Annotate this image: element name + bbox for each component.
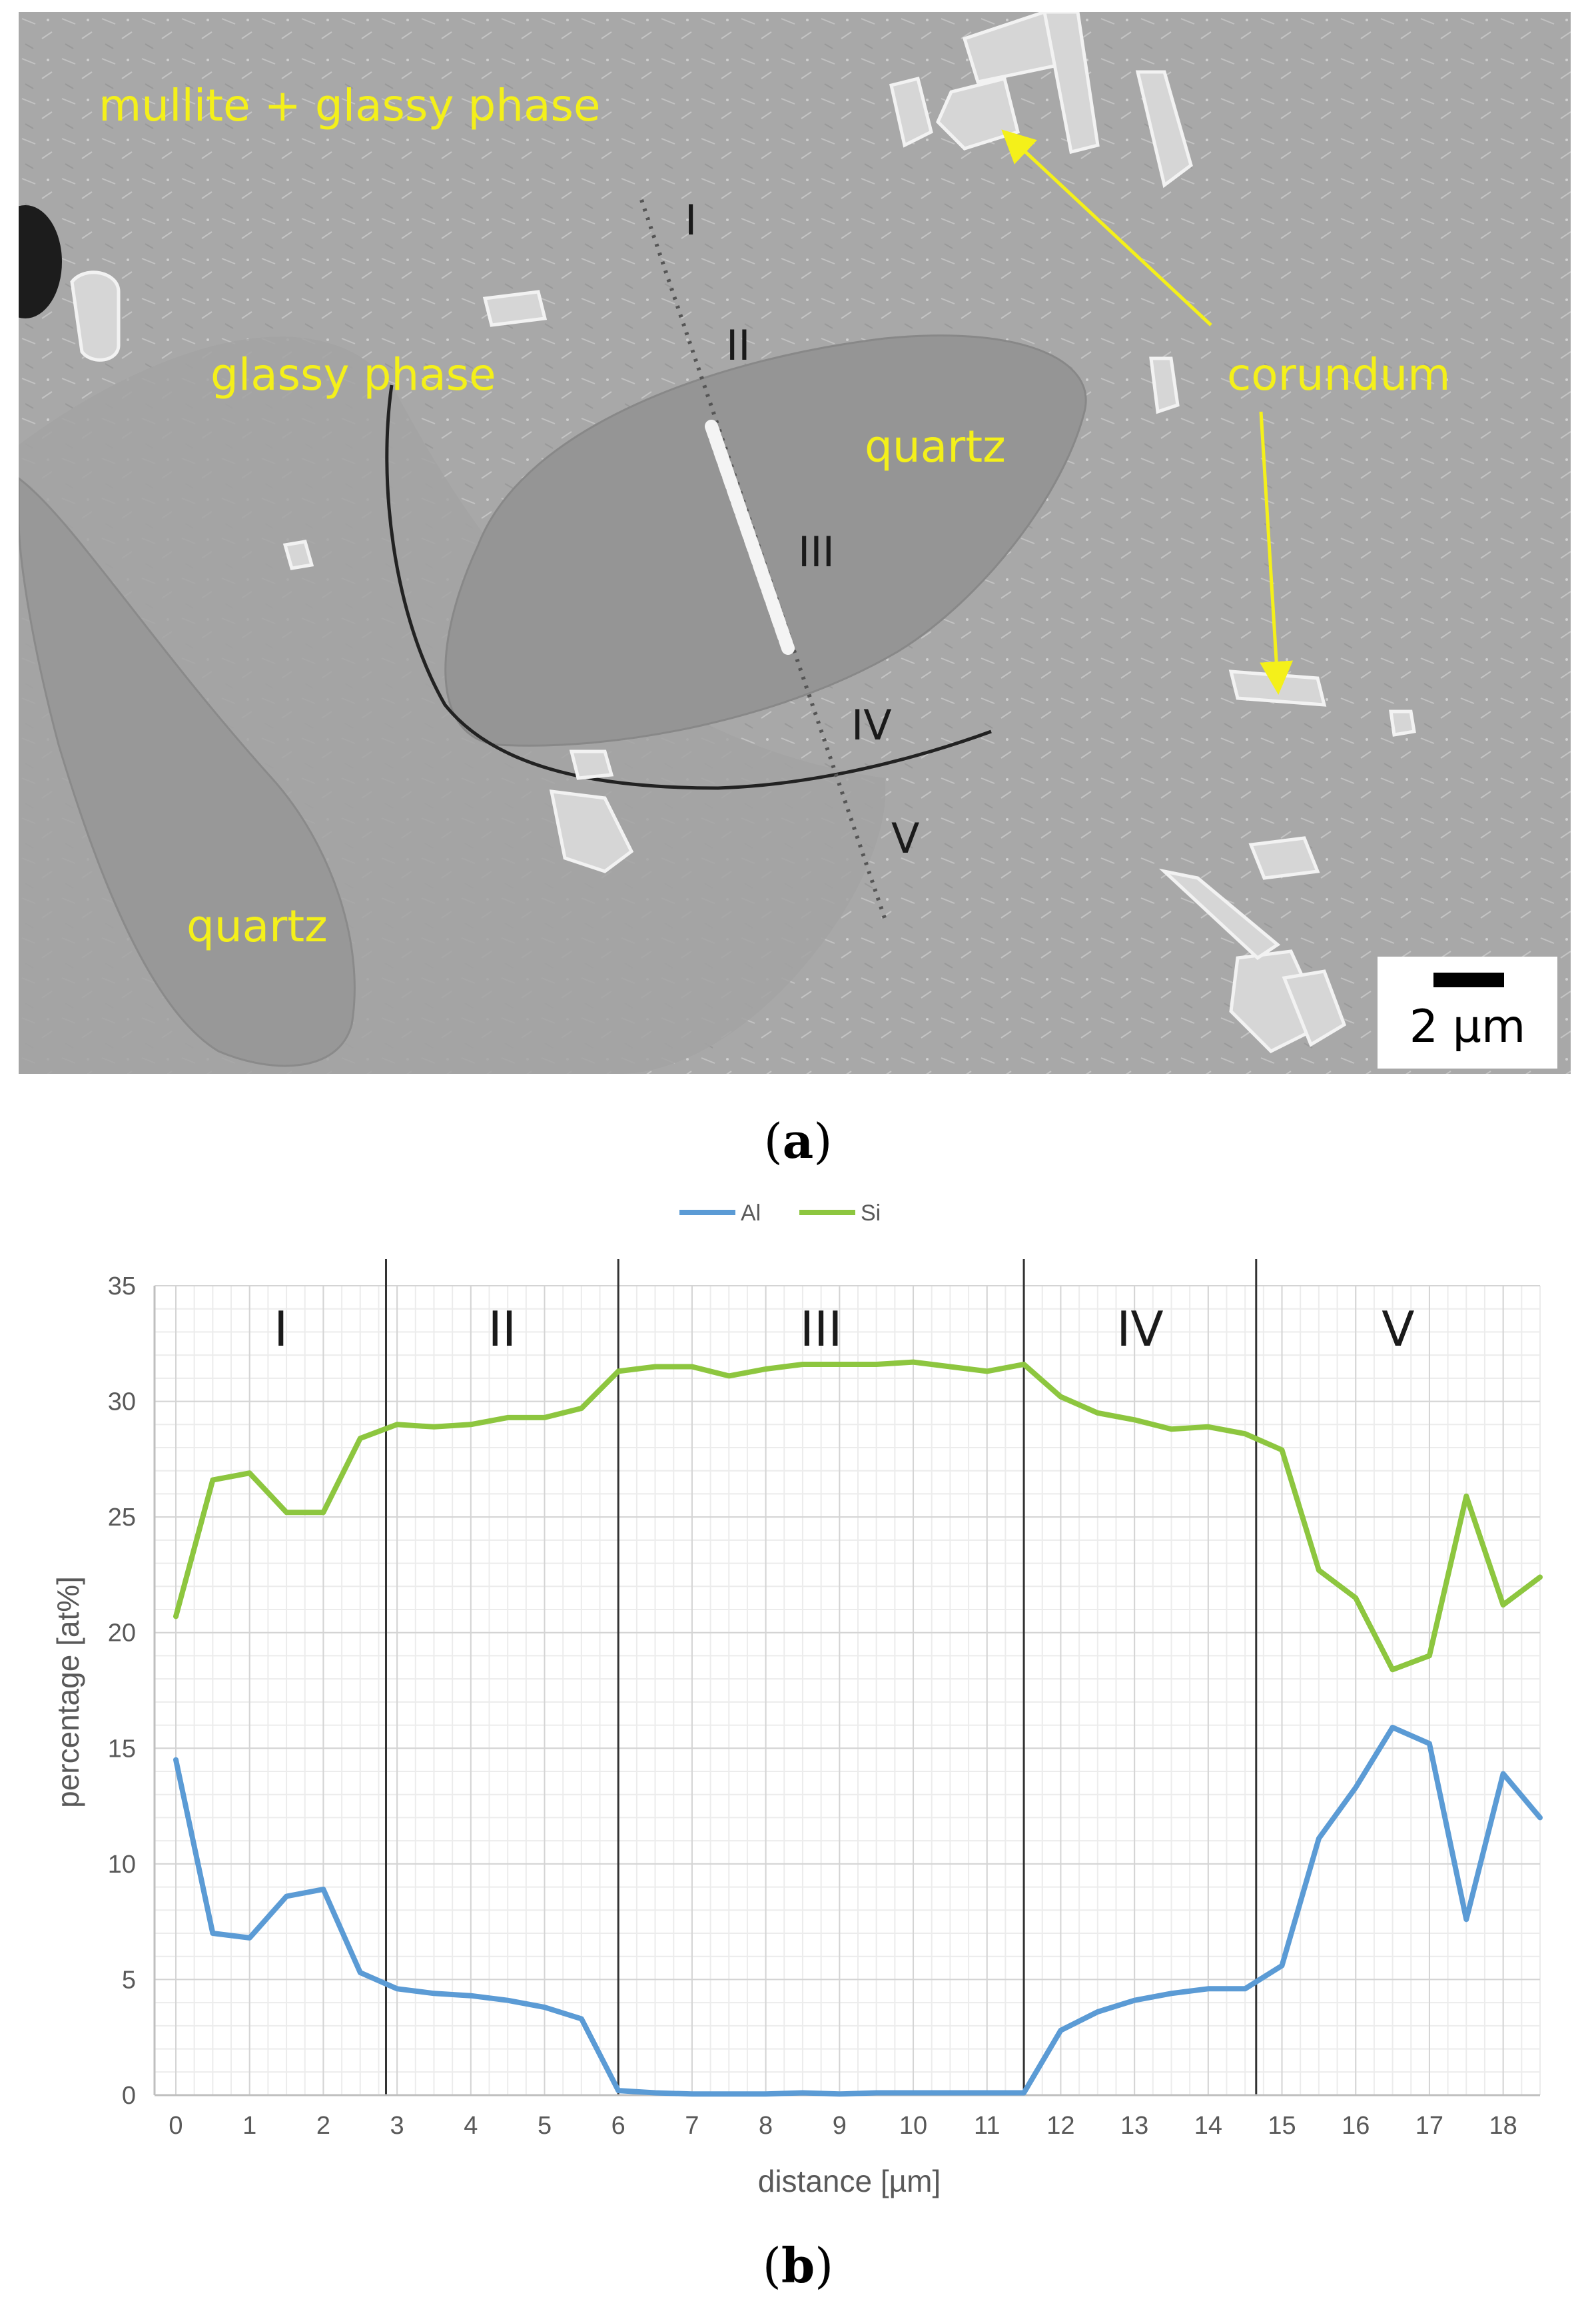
label-glassy-phase: glassy phase: [210, 349, 496, 400]
x-tick-label: 15: [1268, 2112, 1296, 2140]
sem-micrograph: mullite + glassy phase glassy phase quar…: [19, 12, 1571, 1074]
region-label-iv: IV: [1116, 1301, 1164, 1357]
chart-series: [173, 1359, 1543, 2097]
y-tick-label: 15: [108, 1735, 136, 1763]
scale-bar: [1433, 973, 1504, 987]
x-tick-label: 7: [685, 2112, 699, 2140]
x-tick-label: 14: [1194, 2112, 1222, 2140]
y-tick-label: 5: [122, 1966, 136, 1994]
x-tick-label: 3: [390, 2112, 404, 2140]
x-tick-label: 2: [316, 2112, 330, 2140]
region-label-ii: II: [488, 1301, 516, 1357]
label-corundum: corundum: [1227, 349, 1451, 400]
caption-a-letter: a: [782, 1113, 814, 1169]
x-tick-label: 16: [1342, 2112, 1370, 2140]
quartz-grain-left: [19, 477, 356, 1067]
x-tick-label: 11: [974, 2112, 1000, 2140]
x-tick-label: 17: [1415, 2112, 1443, 2140]
region-label-iii: III: [800, 1301, 843, 1357]
y-axis-ticks: 0 5 10 15 20 25 30 35: [108, 1272, 136, 2110]
x-tick-label: 6: [611, 2112, 625, 2140]
y-tick-label: 35: [108, 1272, 136, 1300]
series-line-si: [173, 1359, 1543, 1673]
x-tick-label: 5: [538, 2112, 552, 2140]
y-tick-label: 10: [108, 1851, 136, 1879]
x-tick-label: 10: [899, 2112, 927, 2140]
region-label-i: I: [274, 1301, 288, 1357]
x-axis-title: distance [µm]: [758, 2164, 941, 2198]
legend-label-al: Al: [741, 1200, 761, 1226]
y-tick-label: 20: [108, 1619, 136, 1647]
y-tick-label: 30: [108, 1388, 136, 1416]
series-line-al: [173, 1725, 1543, 2097]
corundum-arrow-down: [1259, 411, 1294, 695]
caption-b-letter: b: [781, 2237, 815, 2294]
x-tick-label: 8: [759, 2112, 773, 2140]
label-quartz-left: quartz: [187, 901, 328, 952]
line-scan-dots: [639, 199, 887, 919]
region-dividers: [385, 1259, 1258, 2095]
y-tick-label: 25: [108, 1504, 136, 1532]
corundum-arrow-up: [1001, 129, 1212, 326]
x-tick-label: 9: [833, 2112, 847, 2140]
sem-image-background: [19, 12, 1571, 1074]
scan-label-ii: II: [726, 321, 751, 370]
scan-label-v: V: [891, 814, 920, 863]
legend-label-si: Si: [861, 1200, 881, 1226]
y-tick-label: 0: [122, 2082, 136, 2110]
chart-legend: Al Si: [679, 1200, 881, 1226]
y-axis-title: percentage [at%]: [51, 1576, 85, 1808]
caption-a: (a): [763, 1113, 833, 1169]
x-tick-label: 13: [1120, 2112, 1148, 2140]
scale-bar-label: 2 µm: [1409, 1001, 1526, 1053]
label-quartz-center: quartz: [865, 421, 1006, 472]
label-mullite-glassy: mullite + glassy phase: [99, 80, 601, 131]
scan-label-iii: III: [798, 528, 835, 576]
caption-b: (b): [762, 2237, 834, 2294]
x-tick-label: 4: [464, 2112, 478, 2140]
region-label-v: V: [1382, 1301, 1414, 1357]
x-tick-label: 0: [169, 2112, 183, 2140]
scan-label-i: I: [685, 196, 697, 244]
scan-label-iv: IV: [851, 701, 892, 749]
x-tick-label: 18: [1489, 2112, 1517, 2140]
x-tick-label: 1: [242, 2112, 256, 2140]
scale-bar-box: 2 µm: [1378, 957, 1557, 1069]
x-tick-label: 12: [1046, 2112, 1074, 2140]
